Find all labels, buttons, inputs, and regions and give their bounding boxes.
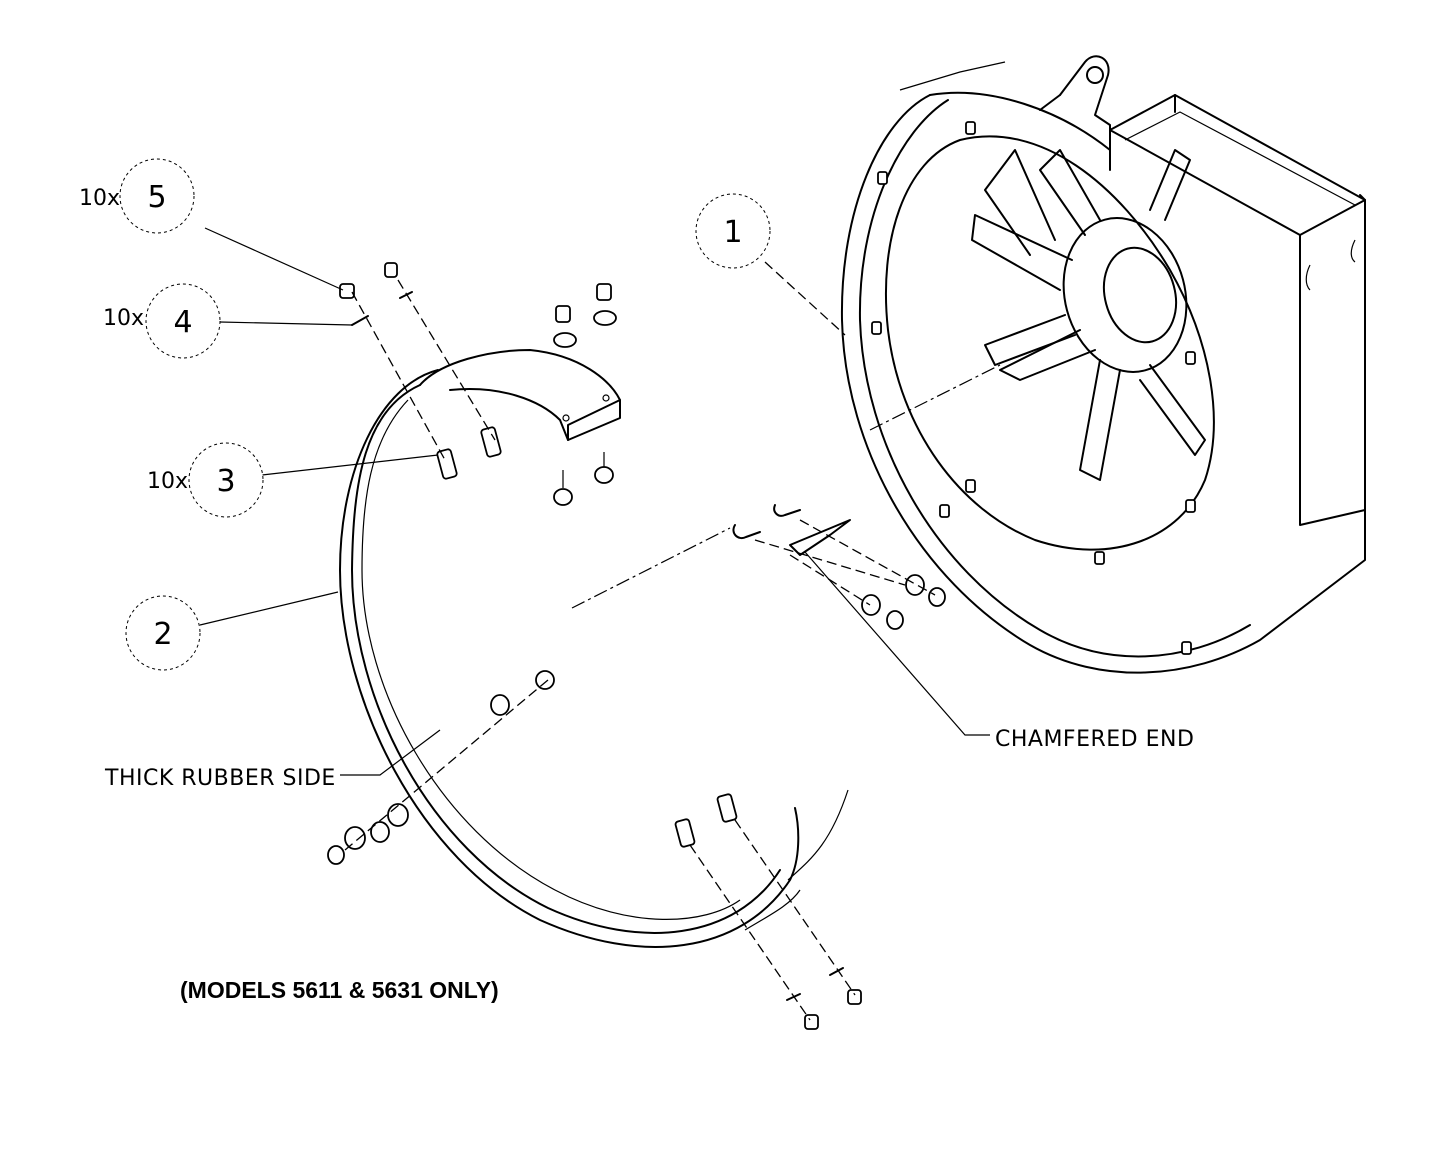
assembly-lines — [199, 227, 1001, 1021]
thick-rubber-side-note: THICK RUBBER SIDE — [104, 766, 336, 791]
callout-4: 10x 4 — [103, 283, 221, 359]
callout-5-qty: 10x — [79, 186, 120, 211]
callout-3: 10x 3 — [147, 442, 264, 518]
callout-5: 10x 5 — [79, 158, 195, 234]
callout-2: 2 — [125, 595, 201, 671]
callout-3-qty: 10x — [147, 469, 188, 494]
callout-1-number: 1 — [723, 215, 742, 250]
callout-3-number: 3 — [216, 464, 235, 499]
hardware — [327, 262, 946, 1030]
chamfered-end-note: CHAMFERED END — [995, 727, 1194, 752]
callout-2-number: 2 — [153, 617, 172, 652]
fan-housing — [840, 55, 1366, 674]
callout-1: 1 — [695, 193, 771, 269]
callout-4-number: 4 — [173, 305, 192, 340]
models-caption: (MODELS 5611 & 5631 ONLY) — [180, 977, 499, 1003]
rubber-band — [339, 349, 849, 948]
callout-5-number: 5 — [147, 180, 166, 215]
callout-4-qty: 10x — [103, 306, 144, 331]
